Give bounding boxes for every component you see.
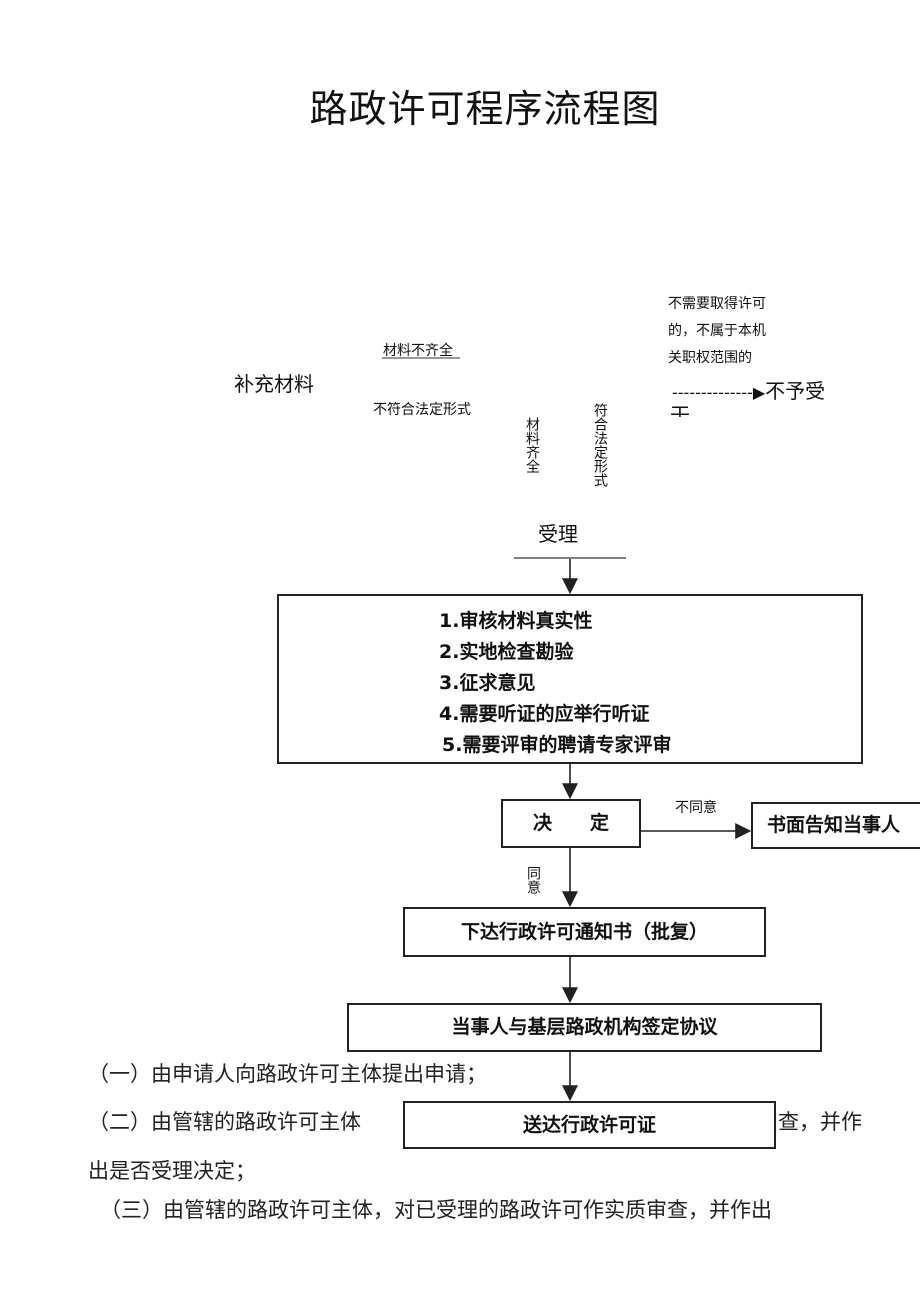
notify-box: 书面告知当事人 (751, 802, 920, 849)
reject-arrow-row: --------------▶不予受 (672, 375, 825, 404)
paragraph-2-left: （二）由管辖的路政许可主体 (88, 1110, 361, 1134)
paragraph-3: （三）由管辖的路政许可主体，对已受理的路政许可作实质审查，并作出 (100, 1198, 772, 1222)
page-title: 路政许可程序流程图 (309, 87, 661, 131)
review-step-4: 4.需要听证的应举行听证 (439, 703, 650, 725)
no-permit-line-2: 的，不属于本机 (668, 323, 766, 339)
reject-label: 不予受 (765, 379, 826, 403)
sign-agreement-label: 当事人与基层路政机构签定协议 (451, 1016, 718, 1038)
supplement-label: 补充材料 (234, 372, 314, 396)
agree-vertical-label: 同意 (525, 866, 541, 894)
review-step-2: 2.实地检查勘验 (439, 641, 574, 663)
paragraph-2-continued: 出是否受理决定； (88, 1159, 256, 1183)
paragraph-1: （一）由申请人向路政许可主体提出申请； (88, 1062, 487, 1086)
review-step-5: 5.需要评审的聘请专家评审 (442, 734, 672, 756)
review-box: 1.审核材料真实性 2.实地检查勘验 3.征求意见 4.需要听证的应举行听证 5… (277, 594, 863, 764)
deliver-box: 送达行政许可证 (403, 1101, 776, 1149)
paragraph-2-right: 查，并作 (778, 1110, 862, 1134)
issue-notice-label: 下达行政许可通知书（批复） (460, 921, 708, 943)
not-legal-form-label: 不符合法定形式 (373, 402, 471, 418)
complete-vertical-label: 材料齐全 (524, 417, 540, 473)
dashed-line: -------------- (672, 383, 753, 402)
incomplete-label: 材料不齐全 (383, 343, 453, 359)
arrow-head-icon: ▶ (752, 383, 766, 402)
no-permit-line-3: 关职权范围的 (668, 350, 752, 366)
no-permit-line-1: 不需要取得许可 (668, 296, 766, 312)
notify-label: 书面告知当事人 (767, 814, 901, 836)
review-step-3: 3.征求意见 (439, 672, 536, 694)
legal-form-vertical-label: 符合法定形式 (592, 403, 608, 487)
accept-label: 受理 (538, 522, 578, 546)
review-steps-list: 1.审核材料真实性 2.实地检查勘验 3.征求意见 4.需要听证的应举行听证 5… (439, 606, 671, 761)
issue-notice-box: 下达行政许可通知书（批复） (403, 907, 766, 957)
decision-label: 决 定 (532, 812, 609, 834)
disagree-label: 不同意 (675, 800, 717, 816)
decision-box: 决 定 (501, 799, 641, 848)
sign-agreement-box: 当事人与基层路政机构签定协议 (347, 1003, 822, 1052)
reject-cut-label: 干 (670, 403, 690, 417)
no-permit-note: 不需要取得许可 的，不属于本机 关职权范围的 (668, 291, 766, 372)
deliver-label: 送达行政许可证 (522, 1114, 656, 1136)
review-step-1: 1.审核材料真实性 (439, 610, 593, 632)
